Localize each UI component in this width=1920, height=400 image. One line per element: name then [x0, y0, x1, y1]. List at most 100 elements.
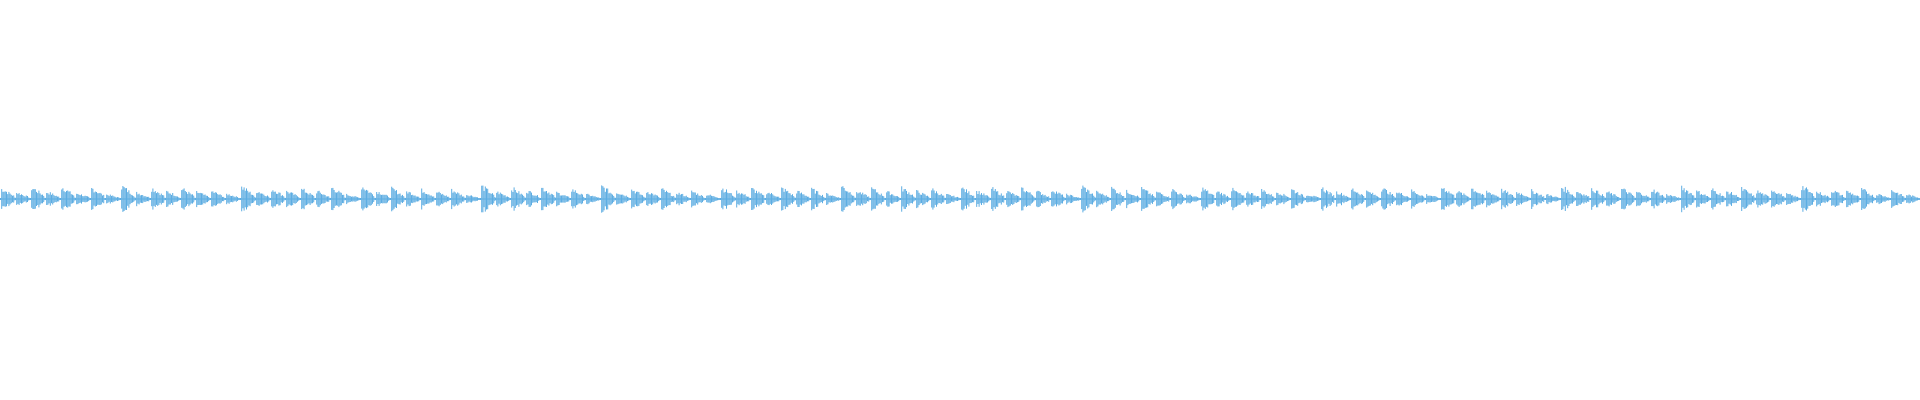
waveform-bar — [1380, 198, 1381, 200]
waveform-bar — [598, 197, 600, 201]
waveform-bar — [1154, 197, 1156, 201]
waveform-bar — [306, 192, 307, 206]
waveform-bar — [713, 196, 715, 202]
waveform-bar — [408, 191, 410, 207]
waveform-bar — [1583, 194, 1585, 204]
waveform-bar — [694, 192, 696, 206]
waveform-bar — [849, 192, 851, 206]
waveform-bar — [62, 188, 64, 210]
waveform-bar — [524, 197, 526, 201]
waveform-bar — [709, 194, 711, 204]
waveform-bar — [1772, 192, 1774, 206]
waveform-bar — [1434, 196, 1436, 202]
waveform-bar — [1834, 190, 1836, 207]
waveform-bar — [381, 194, 382, 204]
waveform-bar — [490, 193, 492, 205]
waveform-bar — [550, 193, 552, 205]
waveform-bar — [1328, 194, 1330, 204]
waveform-bar — [17, 194, 19, 204]
waveform-bar — [81, 194, 82, 204]
waveform-bar — [625, 195, 627, 203]
waveform-bar — [1139, 198, 1141, 200]
waveform-bar — [441, 194, 442, 204]
waveform-bar — [576, 192, 577, 206]
waveform-bar — [1018, 196, 1020, 202]
waveform-bar — [274, 191, 276, 207]
waveform-bar — [225, 198, 226, 200]
waveform-bar — [1216, 192, 1218, 206]
waveform-bar — [1612, 195, 1614, 203]
waveform-bar — [929, 198, 931, 200]
waveform-bar — [1086, 192, 1087, 206]
waveform-bar — [1393, 195, 1395, 202]
waveform-bar — [945, 198, 946, 200]
waveform-bar — [1638, 192, 1640, 206]
waveform-bar — [1624, 189, 1626, 209]
waveform-bar — [325, 196, 327, 202]
waveform-bar — [1224, 194, 1226, 204]
waveform-bar — [789, 193, 791, 205]
waveform-bar — [760, 193, 762, 205]
waveform-bar — [617, 193, 619, 205]
waveform-bar — [1063, 196, 1065, 202]
waveform-bar — [1761, 193, 1762, 205]
waveform-bar — [828, 195, 830, 203]
waveform-bar — [1258, 196, 1260, 202]
waveform-bar — [1377, 196, 1378, 202]
waveform-bar — [383, 194, 385, 204]
waveform-bar — [1713, 191, 1715, 207]
waveform-bar — [1036, 191, 1038, 207]
waveform-bar — [1327, 191, 1329, 207]
waveform-bar — [134, 197, 136, 201]
waveform-bar — [1264, 191, 1266, 207]
waveform-bar — [399, 193, 401, 205]
waveform-bar — [865, 194, 867, 204]
waveform-bar — [373, 196, 375, 202]
waveform-bar — [1459, 192, 1461, 206]
waveform-bar — [1844, 197, 1846, 201]
waveform-bar — [868, 196, 870, 202]
waveform-bar — [156, 193, 157, 205]
waveform-bar — [7, 194, 9, 204]
waveform-bar — [1221, 192, 1222, 205]
waveform-bar — [1651, 191, 1653, 207]
waveform-bar — [169, 193, 171, 205]
waveform-bar — [1124, 197, 1126, 201]
waveform-bar — [147, 196, 148, 202]
waveform-bar — [1348, 197, 1350, 201]
waveform-bar — [1351, 189, 1353, 209]
waveform-bar — [1373, 195, 1375, 204]
waveform-bar — [651, 193, 652, 205]
waveform-bar — [1836, 192, 1837, 206]
waveform-bar — [1179, 193, 1181, 205]
waveform-bar — [1021, 187, 1023, 211]
waveform-bar — [254, 197, 256, 201]
waveform-bar — [1426, 194, 1428, 204]
waveform-bar — [1304, 197, 1306, 201]
waveform-bar — [1042, 194, 1044, 204]
waveform-bar — [338, 190, 340, 208]
waveform-bar — [1719, 193, 1721, 205]
waveform-bar — [1506, 192, 1507, 206]
waveform-bar — [1734, 195, 1736, 203]
waveform-bar — [1559, 198, 1561, 200]
waveform-bar — [1878, 194, 1880, 205]
waveform-bar — [1817, 193, 1819, 205]
waveform-bar — [1894, 192, 1896, 206]
waveform-bar — [777, 196, 778, 202]
waveform-bar — [398, 193, 400, 205]
waveform-bar — [1549, 195, 1551, 203]
waveform-bar — [1662, 194, 1663, 203]
waveform-bar — [872, 188, 874, 210]
waveform-bar — [465, 198, 466, 200]
waveform-bar — [1735, 194, 1737, 204]
waveform-bar — [1260, 198, 1261, 200]
waveform-bar — [184, 191, 186, 207]
waveform-bar — [918, 192, 920, 206]
waveform-bar — [342, 194, 343, 204]
waveform-bar — [148, 196, 150, 202]
waveform-bar — [96, 192, 97, 206]
waveform-bar — [1510, 194, 1512, 204]
waveform-bar — [70, 194, 72, 204]
waveform-bar — [171, 194, 172, 203]
